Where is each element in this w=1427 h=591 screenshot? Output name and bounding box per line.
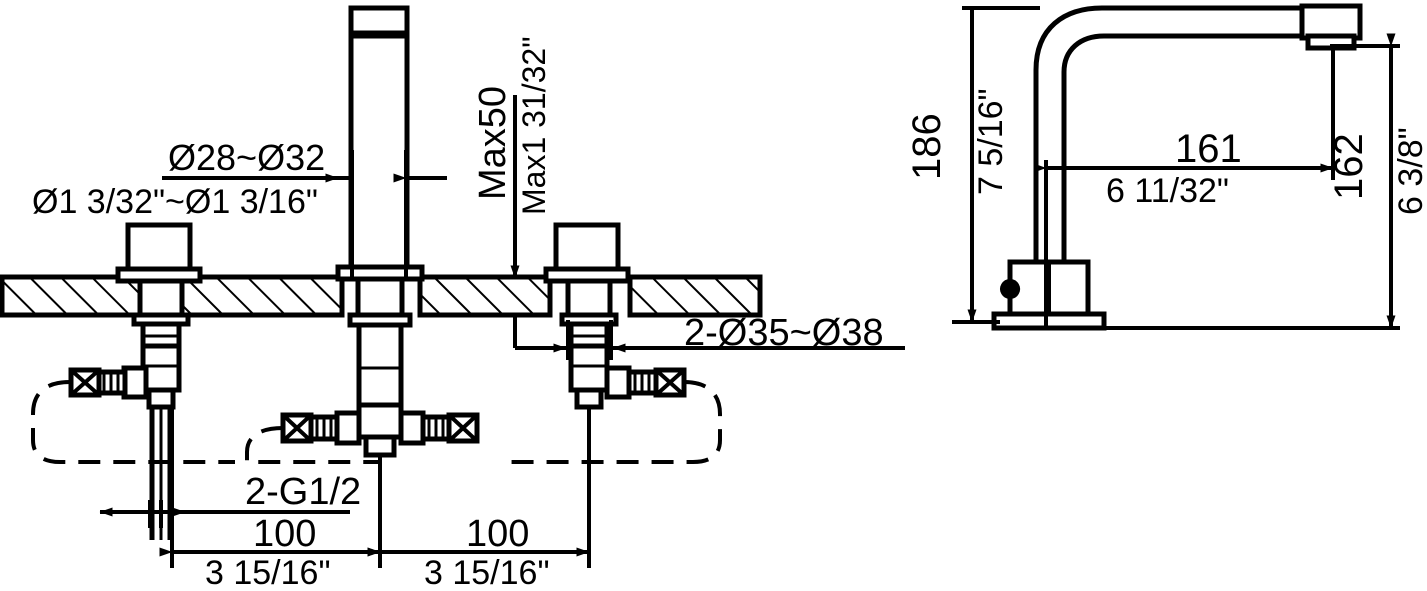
counter-deck-middle <box>417 274 553 318</box>
label-spout-reach-imperial: 6 11/32" <box>1106 172 1229 210</box>
label-overall-height-metric: 186 <box>905 113 949 180</box>
center-supply-hose <box>245 426 380 464</box>
label-spread-left-imperial: 3 15/16" <box>205 554 331 591</box>
dim-overall-height <box>952 6 1040 324</box>
left-supply-hose <box>31 380 235 464</box>
label-inlet-thread: 2-G1/2 <box>245 471 361 513</box>
right-supply-hose <box>500 380 722 464</box>
side-view-spout <box>991 3 1363 331</box>
label-spout-diameter-imperial: Ø1 3/32"~Ø1 3/16" <box>32 183 318 221</box>
label-overall-height-imperial: 7 5/16" <box>972 88 1010 195</box>
left-handle-assembly <box>68 222 203 540</box>
label-spout-height-metric: 162 <box>1327 133 1371 200</box>
label-spout-diameter-metric: Ø28~Ø32 <box>168 137 325 178</box>
label-spread-right-imperial: 3 15/16" <box>424 554 550 591</box>
label-hole-diameter: 2-Ø35~Ø38 <box>684 312 884 354</box>
label-spout-reach-metric: 161 <box>1175 127 1242 171</box>
label-deck-thickness-imperial: Max1 31/32" <box>516 36 552 215</box>
label-deck-thickness-metric: Max50 <box>472 86 514 200</box>
dim-spread-right <box>367 407 591 568</box>
dim-hole-diameter <box>515 320 905 360</box>
dim-spout-height <box>1100 33 1400 330</box>
label-spread-left-metric: 100 <box>253 513 316 555</box>
counter-deck-right <box>627 274 763 318</box>
right-handle-assembly <box>543 222 687 545</box>
dim-spout-diameter <box>162 150 447 280</box>
dim-spout-reach <box>1033 46 1335 330</box>
center-spout-column <box>280 5 480 560</box>
dim-spread-left <box>159 407 381 568</box>
label-spout-height-imperial: 6 3/8" <box>1392 127 1427 215</box>
label-spread-right-metric: 100 <box>466 513 529 555</box>
